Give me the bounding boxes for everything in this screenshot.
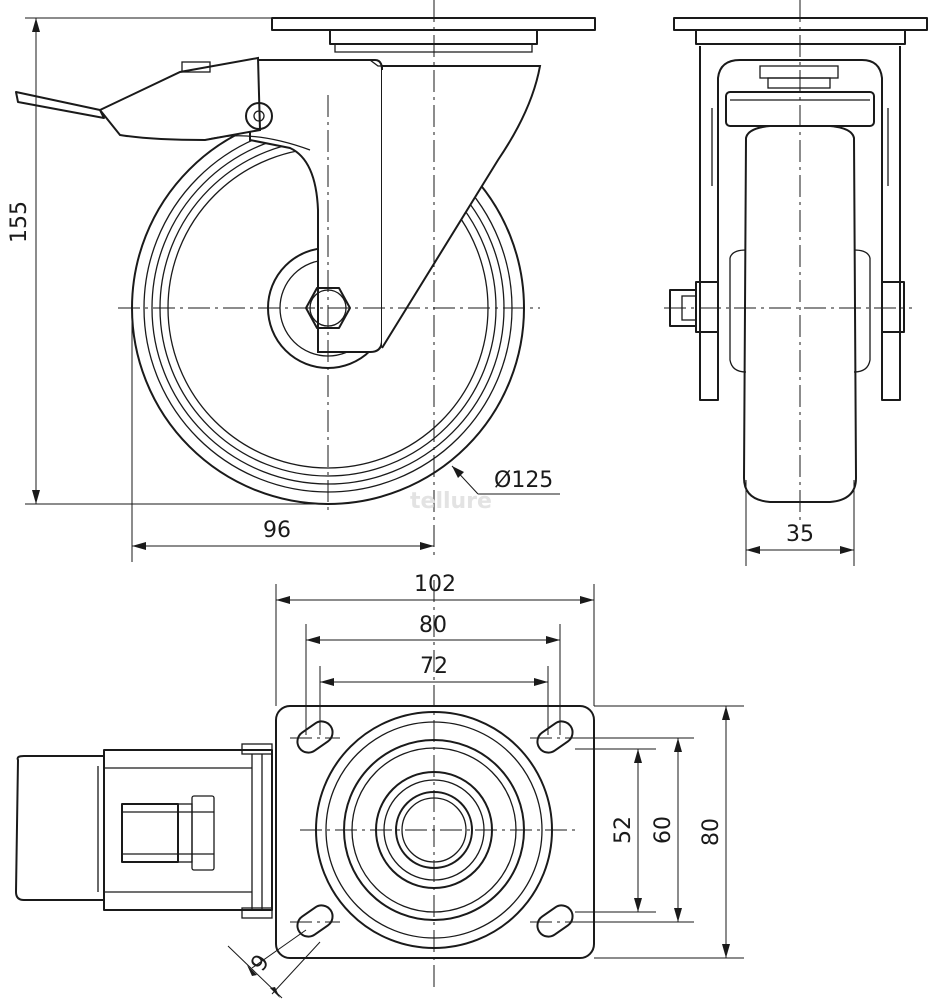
dim-hole-short-inner: 52 xyxy=(611,816,636,844)
fork-body xyxy=(381,65,542,349)
dim-height: 155 xyxy=(7,201,32,243)
top-pedal xyxy=(15,755,105,901)
watermark: tellure xyxy=(410,489,492,514)
dim-hole-long-inner: 72 xyxy=(420,654,448,679)
fork-leg xyxy=(249,59,383,353)
dim-wheel-width: 35 xyxy=(786,522,814,547)
slot-bottom-right xyxy=(536,904,574,938)
brake-pedal xyxy=(15,91,105,119)
dim-hole-short-outer: 60 xyxy=(651,816,676,844)
top-view: 102 80 72 52 60 80 xyxy=(15,572,744,999)
top-brake-housing xyxy=(103,749,273,911)
side-view: 35 xyxy=(664,0,928,566)
dim-offset: 96 xyxy=(263,518,291,543)
brake-window xyxy=(121,803,179,863)
front-view: 155 96 Ø125 tellure xyxy=(7,0,596,562)
dim-wheel-diameter: Ø125 xyxy=(494,468,553,493)
dim-plate-length: 102 xyxy=(414,572,456,597)
dim-plate-width: 80 xyxy=(699,818,724,846)
slot-top-left xyxy=(296,720,334,754)
brake-lever xyxy=(98,56,262,142)
side-wheel xyxy=(743,125,857,503)
dim-hole-long-outer: 80 xyxy=(419,613,447,638)
mounting-plate xyxy=(275,705,595,959)
lever-pivot xyxy=(245,102,273,130)
side-fork xyxy=(699,46,901,401)
slot-top-right xyxy=(536,720,574,754)
slot-bottom-left xyxy=(296,904,334,938)
mounting-slots xyxy=(296,720,574,938)
